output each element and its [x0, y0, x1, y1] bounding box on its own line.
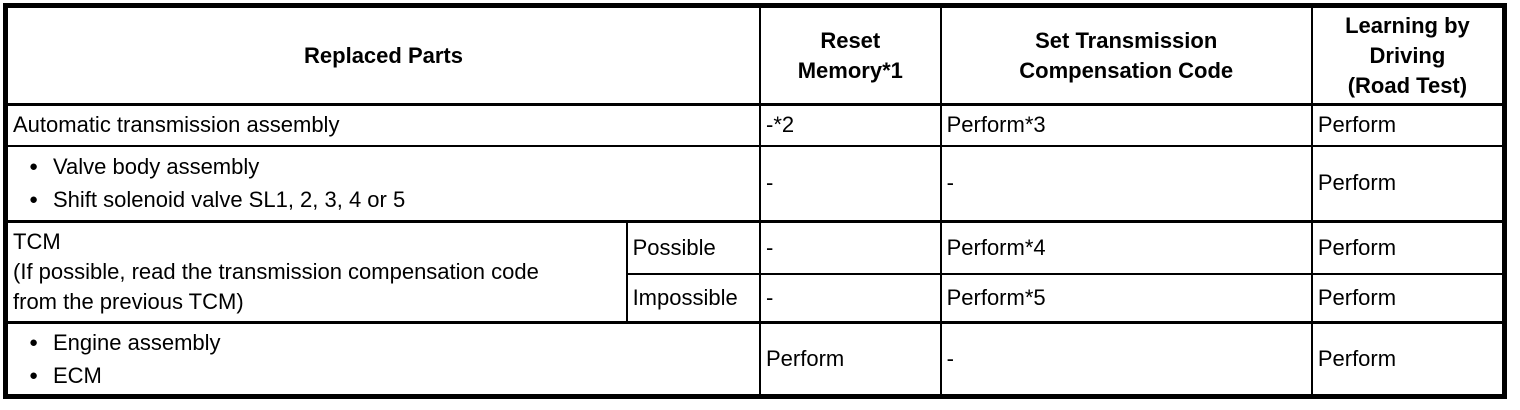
col-header-replaced-parts: Replaced Parts	[4, 4, 761, 106]
part-name-cell: ● Engine assembly ● ECM	[4, 321, 761, 398]
learning-cell: Perform	[1310, 144, 1506, 223]
row-tcm-impossible: Impossible - Perform*5 Perform	[6, 272, 1506, 324]
condition-cell: Impossible	[625, 272, 762, 324]
list-item: ● Shift solenoid valve SL1, 2, 3, 4 or 5	[13, 183, 755, 216]
header-row: Replaced Parts Reset Memory*1 Set Transm…	[4, 4, 1506, 106]
row-automatic-transmission: Automatic transmission assembly -*2 Perf…	[4, 103, 1506, 147]
col-header-learning-by-driving: Learning by Driving (Road Test)	[1310, 4, 1506, 106]
row-valve-body: ● Valve body assembly ● Shift solenoid v…	[4, 144, 1506, 223]
list-item-label: Shift solenoid valve SL1, 2, 3, 4 or 5	[53, 187, 406, 213]
reset-memory-cell: -*2	[759, 103, 942, 147]
list-item: ● ECM	[13, 359, 755, 392]
learning-cell: Perform	[1310, 103, 1506, 147]
reset-memory-cell: Perform	[759, 321, 942, 398]
learning-cell: Perform	[1310, 272, 1506, 324]
set-code-cell: Perform*5	[939, 272, 1313, 324]
list-item-label: Valve body assembly	[53, 154, 260, 180]
reset-memory-cell: -	[759, 220, 942, 275]
set-code-cell: -	[939, 321, 1313, 398]
reset-memory-cell: -	[759, 144, 942, 223]
learning-cell: Perform	[1310, 220, 1506, 275]
part-bullet-list: ● Valve body assembly ● Shift solenoid v…	[13, 150, 755, 216]
col-header-reset-memory: Reset Memory*1	[759, 4, 942, 106]
condition-cell: Possible	[625, 220, 762, 275]
reset-memory-cell: -	[759, 272, 942, 324]
bullet-icon: ●	[29, 191, 39, 209]
list-item: ● Valve body assembly	[13, 150, 755, 183]
set-code-cell: -	[939, 144, 1313, 223]
list-item-label: ECM	[53, 363, 102, 388]
set-code-cell: Perform*4	[939, 220, 1313, 275]
replacement-procedures-table: Replaced Parts Reset Memory*1 Set Transm…	[3, 3, 1507, 399]
part-name-cell: Automatic transmission assembly	[4, 103, 761, 147]
bullet-icon: ●	[29, 158, 39, 176]
bullet-icon: ●	[29, 367, 39, 384]
bullet-icon: ●	[29, 334, 39, 351]
list-item: ● Engine assembly	[13, 326, 755, 359]
row-tcm-possible: TCM (If possible, read the transmission …	[4, 220, 1506, 324]
set-code-cell: Perform*3	[939, 103, 1313, 147]
col-header-set-transmission-compensation-code: Set Transmission Compensation Code	[939, 4, 1313, 106]
row-engine-ecm: ● Engine assembly ● ECM Perform - Perfor…	[4, 321, 1506, 398]
learning-cell: Perform	[1310, 321, 1506, 398]
part-name-cell-tcm: TCM (If possible, read the transmission …	[4, 220, 628, 324]
list-item-label: Engine assembly	[53, 330, 221, 355]
part-name-cell: ● Valve body assembly ● Shift solenoid v…	[4, 144, 761, 223]
part-bullet-list: ● Engine assembly ● ECM	[13, 326, 755, 392]
